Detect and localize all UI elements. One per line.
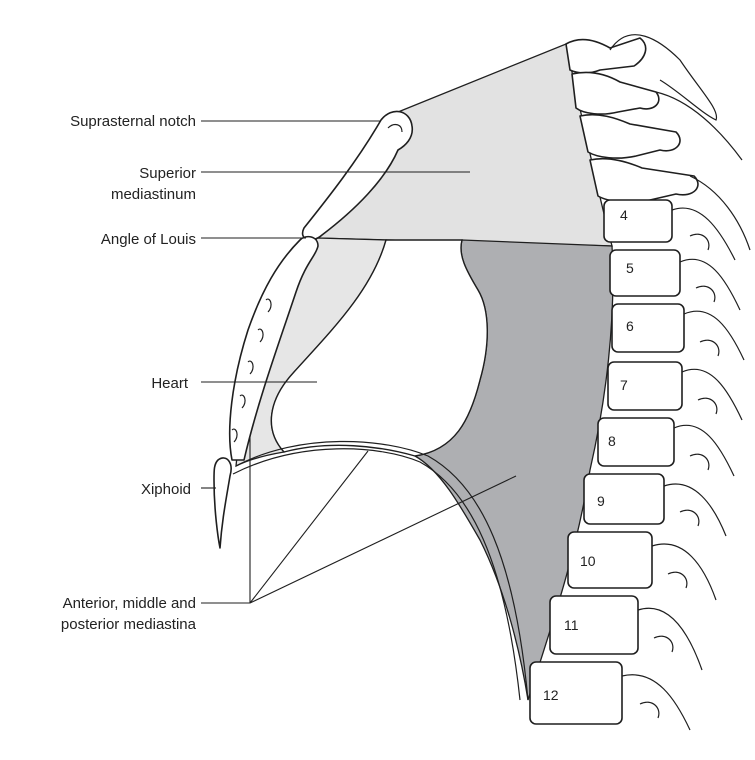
vertebra-body-9	[584, 474, 664, 524]
vertebra-number-5: 5	[626, 260, 634, 276]
vertebra-upper-3	[580, 115, 680, 158]
xiphoid-process	[214, 458, 231, 548]
label-suprasternal-notch: Suprasternal notch	[70, 113, 196, 130]
label-lower-mediastina-2: posterior mediastina	[61, 616, 197, 633]
vertebra-number-7: 7	[620, 377, 628, 393]
leader-lower-to-posterior	[250, 476, 516, 603]
vertebra-number-11: 11	[564, 617, 579, 633]
label-superior-mediastinum-1: Superior	[139, 165, 196, 182]
label-lower-mediastina-1: Anterior, middle and	[63, 595, 196, 612]
vertebra-number-12: 12	[543, 687, 559, 703]
label-superior-mediastinum-2: mediastinum	[111, 186, 196, 203]
vertebra-number-6: 6	[626, 318, 634, 334]
vertebra-body-6	[612, 304, 684, 352]
vertebra-number-10: 10	[580, 553, 596, 569]
superior-mediastinum-region	[317, 44, 612, 246]
vertebra-upper-1	[566, 38, 646, 73]
vertebra-number-9: 9	[597, 493, 605, 509]
label-heart: Heart	[151, 375, 189, 392]
vertebra-body-5	[610, 250, 680, 296]
vertebra-number-4: 4	[620, 207, 628, 223]
label-xiphoid: Xiphoid	[141, 481, 191, 498]
vertebra-number-8: 8	[608, 433, 616, 449]
vertebra-upper-2	[572, 72, 659, 114]
vertebra-upper-4	[590, 159, 698, 202]
leader-lower-to-middle	[250, 451, 368, 603]
label-angle-of-louis: Angle of Louis	[101, 231, 196, 248]
vertebra-body-4	[604, 200, 672, 242]
